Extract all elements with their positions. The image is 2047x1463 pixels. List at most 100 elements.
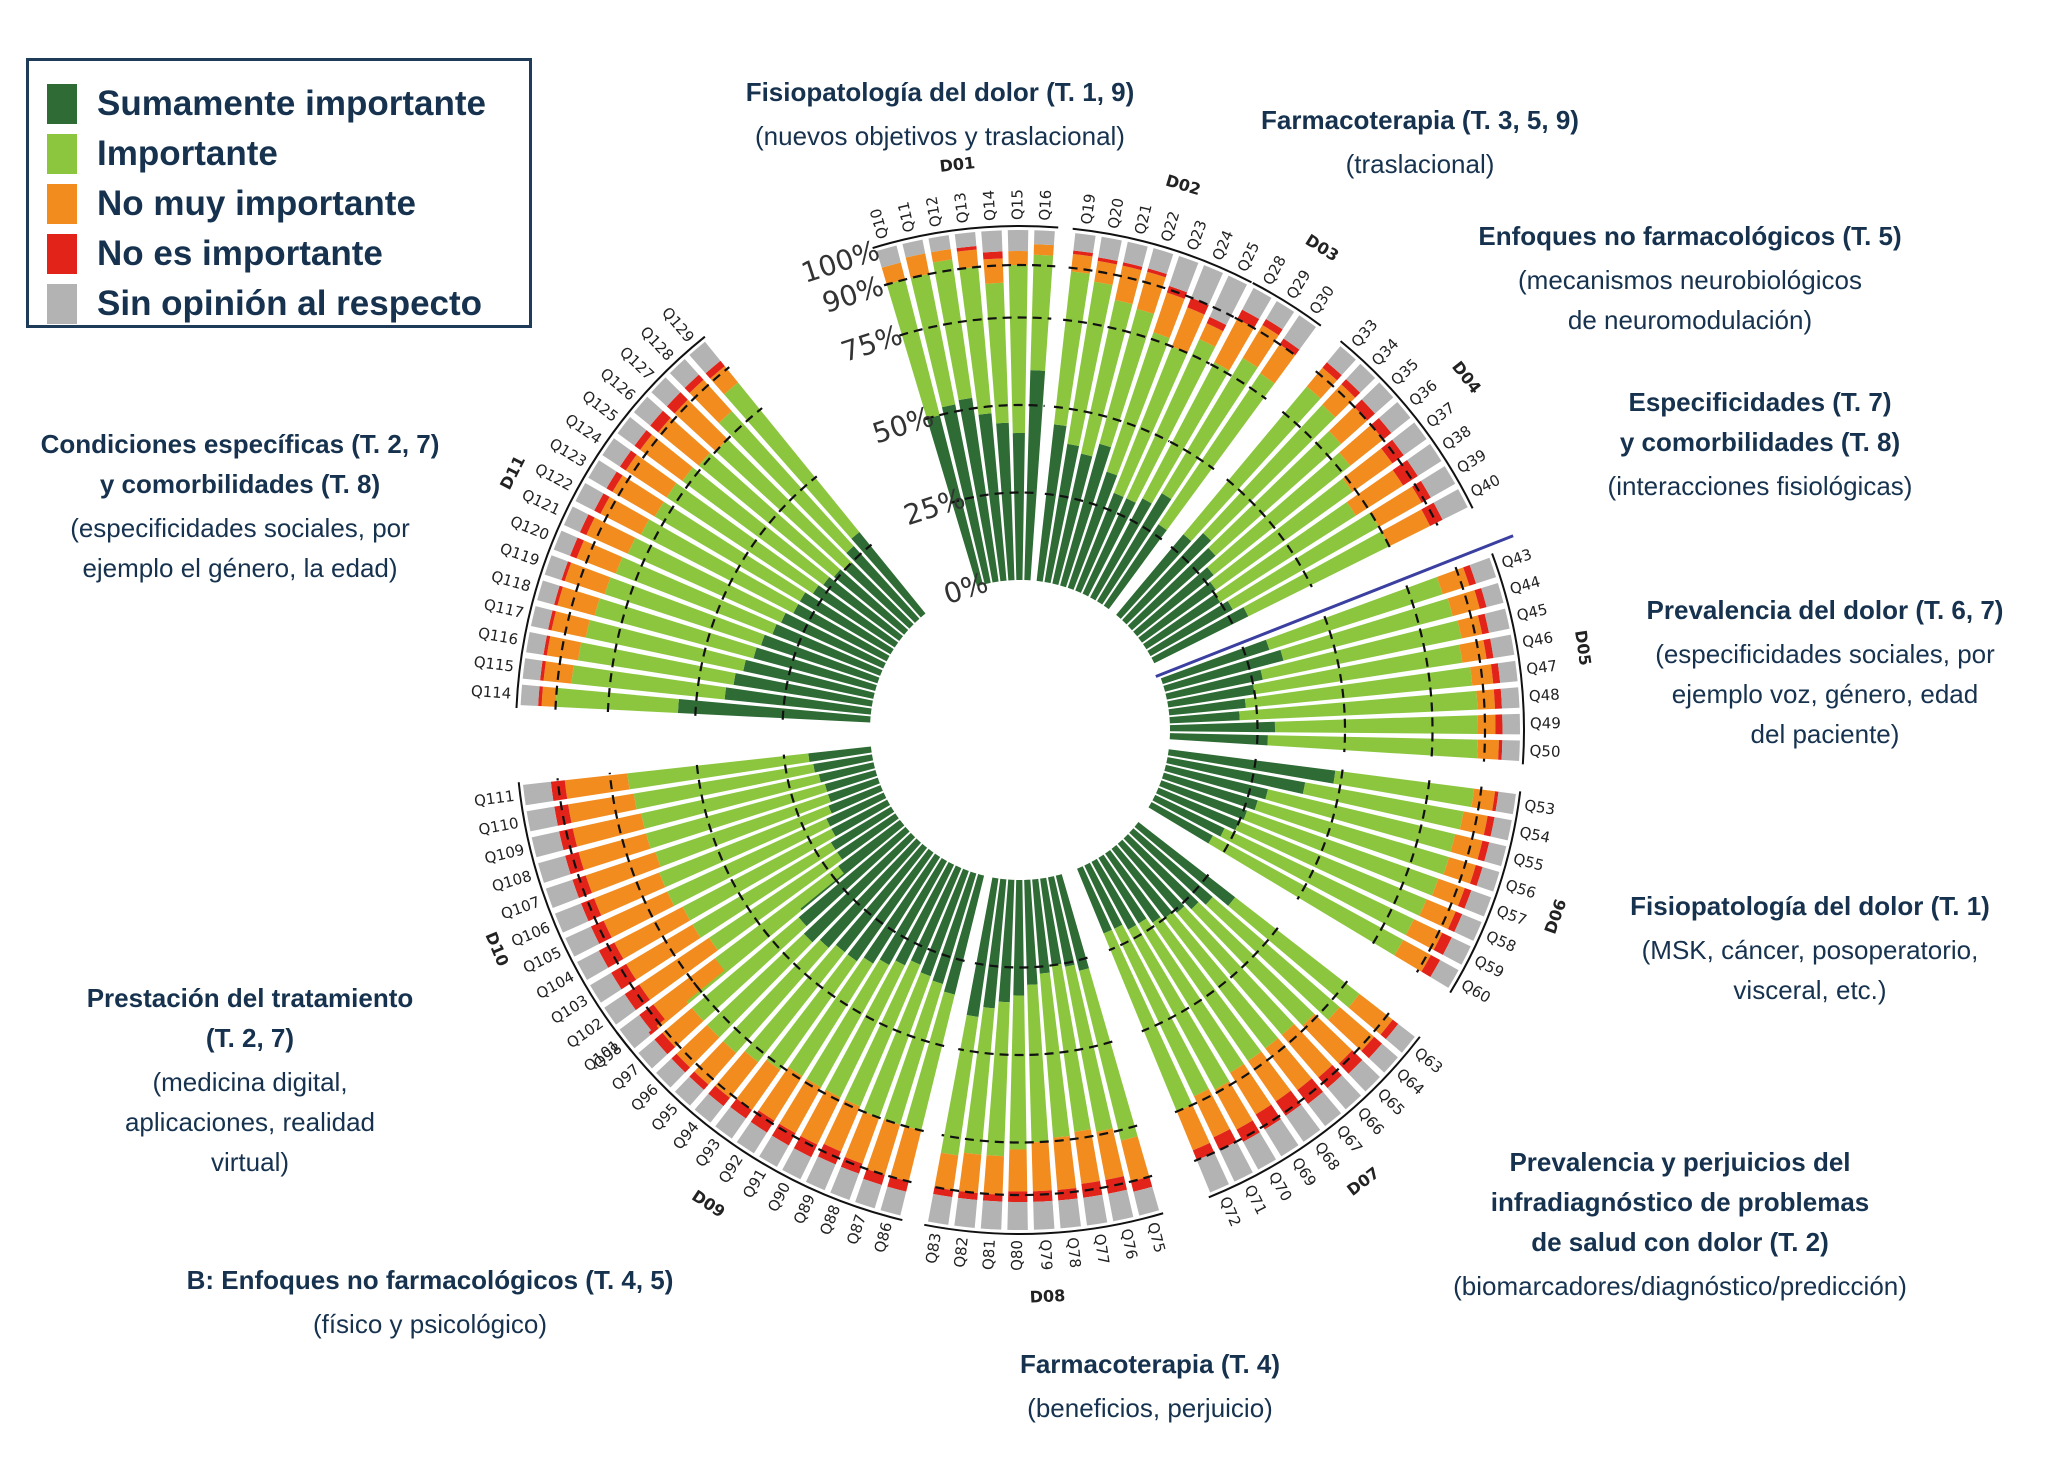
legend-label: Sin opinión al respecto	[97, 284, 483, 323]
bar-segment	[612, 475, 664, 517]
bar-segment	[1279, 338, 1300, 356]
bar-segment	[1326, 346, 1356, 376]
domain-title: Prestación del tratamiento (T. 2, 7)	[86, 983, 414, 1053]
bar-segment	[831, 799, 891, 837]
domain-code-label: D01	[939, 153, 976, 176]
bar-segment	[561, 561, 572, 582]
bar-segment	[554, 903, 589, 933]
bar-segment	[753, 647, 877, 692]
bar-segment	[890, 1126, 922, 1182]
bar-segment	[1031, 1141, 1052, 1192]
question-label: Q109	[483, 840, 527, 867]
bar-segment	[707, 933, 813, 1038]
gridline	[1415, 786, 1483, 973]
bar-segment	[1454, 914, 1482, 941]
bar-segment	[1242, 287, 1272, 320]
question-label: Q55	[1511, 850, 1545, 875]
bar-segment	[983, 1155, 1004, 1195]
bar-segment	[1206, 316, 1227, 332]
gridline	[899, 316, 1052, 337]
bar-segment	[1054, 271, 1090, 427]
bar-segment	[1235, 821, 1427, 916]
bar-segment	[1477, 714, 1496, 735]
bar-segment	[1114, 924, 1209, 1097]
bar-segment	[1032, 1190, 1053, 1202]
bar-segment	[586, 517, 636, 554]
bar-segment	[813, 754, 874, 773]
bar-segment	[651, 377, 681, 407]
bar-segment	[1477, 613, 1490, 635]
domain-title: Condiciones específicas (T. 2, 7) y como…	[40, 429, 440, 499]
bar-segment	[640, 434, 693, 482]
question-label: Q22	[1157, 209, 1183, 244]
gridline	[931, 1174, 1153, 1197]
bar-segment	[1120, 1136, 1150, 1182]
bar-segment	[1143, 594, 1221, 650]
bar-segment	[1463, 564, 1477, 586]
bar-segment	[943, 874, 985, 995]
bar-segment	[1239, 690, 1478, 721]
bar-segment	[666, 392, 688, 414]
bar-segment	[983, 878, 1007, 1009]
bar-segment	[799, 592, 894, 655]
bar-segment	[1209, 275, 1247, 326]
domain-arc	[872, 225, 1059, 249]
bar-segment	[910, 273, 956, 408]
gridline	[608, 772, 703, 994]
bar-segment	[1208, 835, 1404, 956]
bar-segment	[1392, 459, 1418, 486]
gridline	[1221, 758, 1257, 855]
bar-segment	[779, 1078, 822, 1134]
bar-segment	[1133, 567, 1214, 637]
bar-segment	[886, 279, 940, 419]
bar-segment	[585, 852, 661, 894]
gridline	[1129, 518, 1163, 541]
bar-segment	[1228, 897, 1360, 1008]
bar-segment	[1419, 899, 1456, 930]
bar-segment	[982, 1193, 1003, 1202]
bar-segment	[1169, 733, 1268, 746]
bar-segment	[1502, 713, 1520, 735]
domain-code-label: D10	[481, 929, 512, 969]
bar-segment	[1214, 1081, 1253, 1130]
bar-segment	[800, 1089, 841, 1145]
radial-tick-label: 75%	[837, 318, 906, 369]
bar-segment	[1348, 993, 1393, 1035]
legend-swatch	[47, 184, 77, 224]
gridline	[1454, 566, 1487, 762]
bar-segment	[1116, 534, 1192, 619]
bar-segment	[650, 410, 671, 433]
question-label: Q110	[477, 814, 520, 839]
bar-segment	[1081, 299, 1133, 457]
bar-segment	[1108, 1189, 1134, 1222]
bar-segment	[1476, 689, 1496, 710]
domain-code-label: D06	[1541, 897, 1571, 937]
bar-segment	[1153, 292, 1185, 339]
domain-title: B: Enfoques no farmacológicos (T. 4, 5)	[186, 1265, 674, 1295]
bar-segment	[750, 1110, 775, 1133]
bar-segment	[522, 658, 543, 681]
domain-subtitle: (biomarcadores/diagnóstico/predicción)	[1453, 1271, 1907, 1301]
domain-code-label: D02	[1164, 171, 1204, 199]
legend-swatch	[47, 234, 77, 274]
bar-segment	[933, 1187, 954, 1198]
bar-segment	[714, 865, 844, 971]
domain-label-d03: Enfoques no farmacológicos (T. 5) (mecan…	[1430, 216, 1950, 340]
bar-segment	[812, 585, 899, 648]
bar-segment	[564, 562, 611, 595]
question-label: Q115	[473, 653, 515, 676]
bar-segment	[954, 232, 977, 249]
bar-segment	[920, 868, 969, 977]
bar-segment	[1161, 358, 1258, 500]
gridline	[1323, 615, 1347, 753]
domain-subtitle: (beneficios, perjuicio)	[1027, 1393, 1273, 1423]
bar-segment	[1392, 422, 1427, 456]
bar-segment	[634, 430, 652, 450]
bar-segment	[627, 537, 786, 623]
domain-title: Fisiopatología del dolor (T. 1)	[1630, 891, 1990, 921]
domain-arc	[1252, 282, 1322, 327]
legend-swatch	[47, 84, 77, 124]
bar-segment	[1097, 493, 1172, 605]
bar-segment	[1008, 1191, 1028, 1202]
bar-segment	[835, 843, 928, 953]
